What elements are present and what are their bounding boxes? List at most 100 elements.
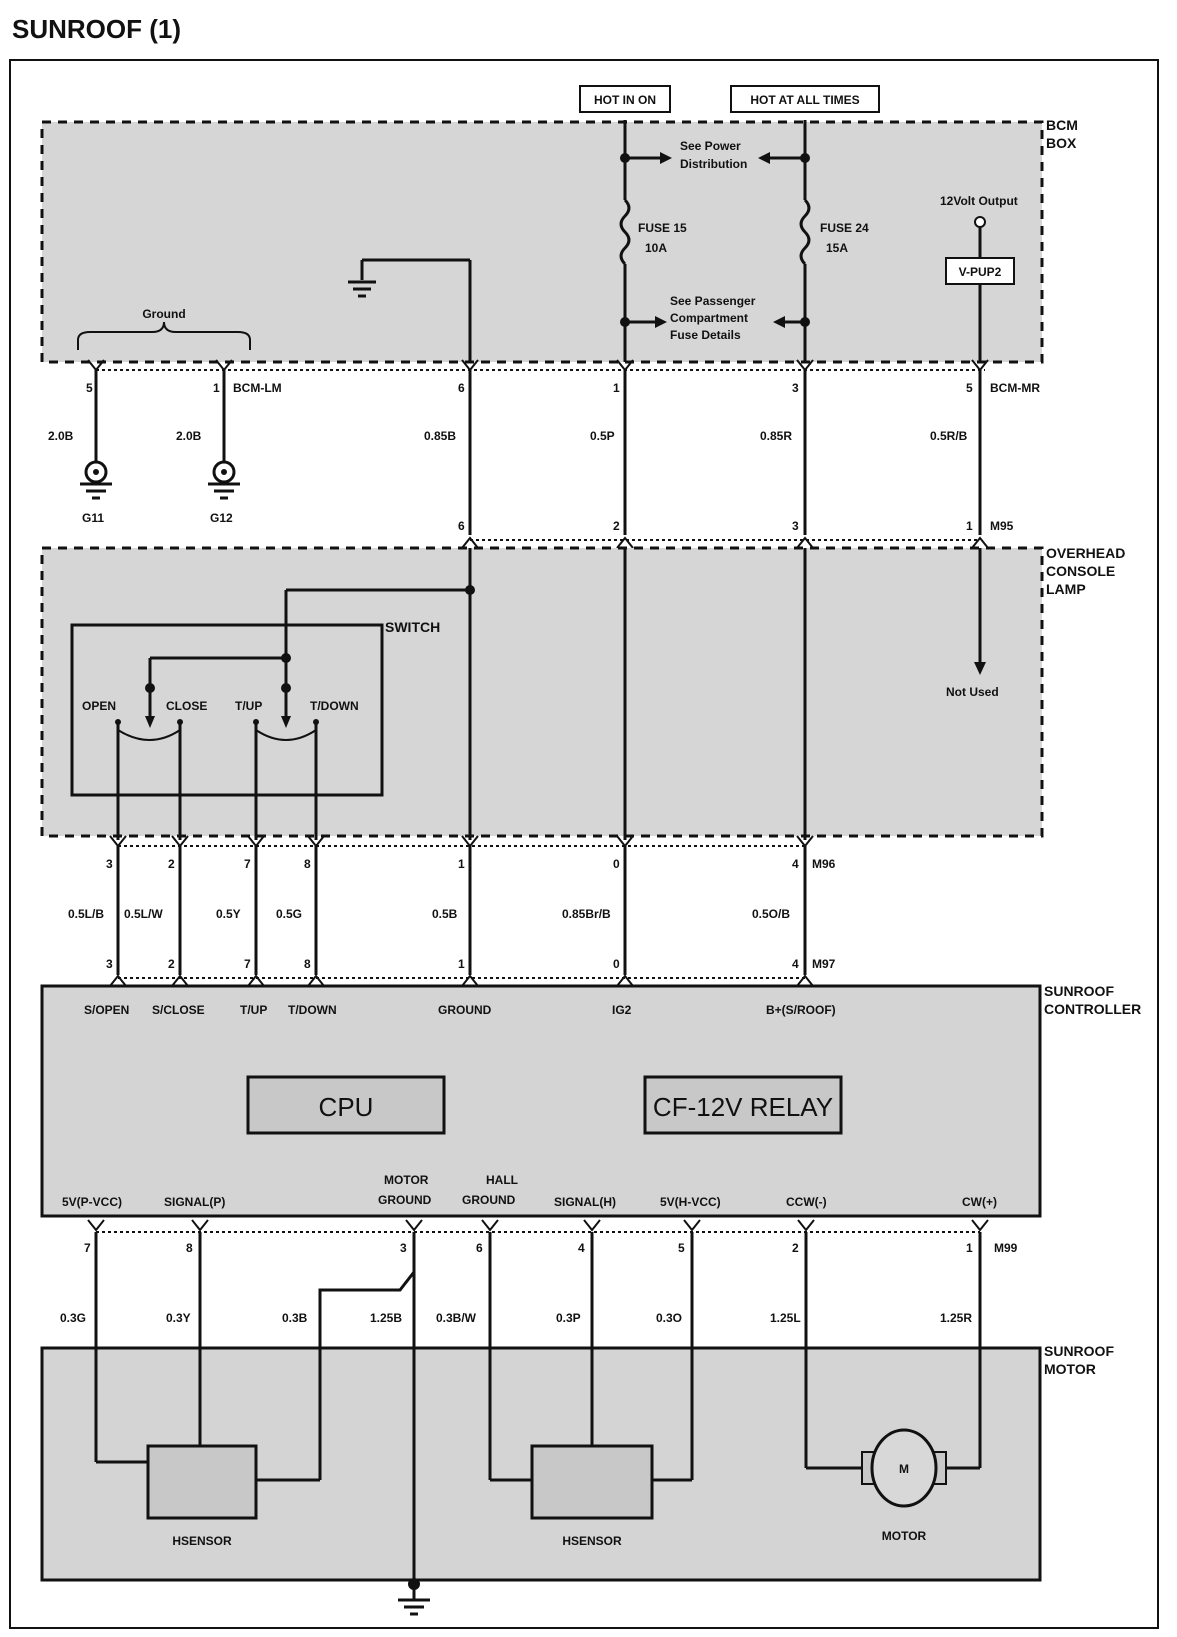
motor-icon [861, 1428, 947, 1508]
wire-label: 0.5L/B [68, 907, 104, 921]
bcm-pin-g11: 5 [86, 381, 93, 395]
ctrl-input: GROUND [438, 1003, 492, 1017]
output-terminal-icon [974, 216, 986, 228]
arrow-right-icon [660, 152, 672, 164]
m99-pin: 3 [400, 1241, 407, 1255]
m96-pin: 3 [106, 857, 113, 871]
fuse15-symbol [619, 198, 631, 266]
g11-ground-icon [80, 460, 112, 500]
ctrl-input: S/OPEN [84, 1003, 129, 1017]
switch-node [281, 683, 291, 693]
m99-label: M99 [994, 1241, 1018, 1255]
wire-label: 0.3B [282, 1311, 308, 1325]
wire-label: 0.85Br/B [562, 907, 611, 921]
wire-label: 0.3Y [166, 1311, 191, 1325]
m99-pin: 4 [578, 1241, 585, 1255]
wire-label: 0.5G [276, 907, 302, 921]
m95-pins [461, 536, 989, 549]
cpu-label: CPU [319, 1092, 374, 1122]
m97-label: M97 [812, 957, 836, 971]
hot-in-on-box [579, 85, 671, 113]
bat-wire-label: 0.85R [760, 429, 792, 443]
ctrl-output: CCW(-) [786, 1195, 827, 1209]
bcm-pin-g12: 1 [213, 381, 220, 395]
m99-pins [87, 1219, 989, 1232]
bcm-conn-lm: BCM-LM [233, 381, 282, 395]
relay-box [643, 1075, 843, 1135]
hsensor-h-box [530, 1444, 654, 1520]
page-title: SUNROOF (1) [12, 14, 181, 44]
fuse15-rating: 10A [645, 241, 667, 255]
wire-label: 1.25L [770, 1311, 801, 1325]
arrow-left-icon [758, 152, 770, 164]
controller-title-2: CONTROLLER [1044, 1001, 1141, 1017]
m97-pin: 8 [304, 957, 311, 971]
switch-contact-tup-tdown [255, 729, 317, 741]
wire-label: 0.5L/W [124, 907, 163, 921]
hot-in-on-label: HOT IN ON [594, 93, 656, 107]
m99-pin: 2 [792, 1241, 799, 1255]
motor-label: MOTOR [882, 1529, 927, 1543]
overhead-title-2: CONSOLE [1046, 563, 1115, 579]
see-power-1: See Power [680, 139, 741, 153]
ctrl-input: T/DOWN [288, 1003, 337, 1017]
motor-symbol: M [899, 1462, 909, 1476]
ground-brace [77, 321, 251, 350]
arrow-left-icon [773, 316, 785, 328]
bcm-pin-out: 5 [966, 381, 973, 395]
fuse15-name: FUSE 15 [638, 221, 687, 235]
sw-tdown: T/DOWN [310, 699, 359, 713]
sw-open: OPEN [82, 699, 116, 713]
ctrl-output: MOTOR [384, 1173, 429, 1187]
m97-pin: 4 [792, 957, 799, 971]
m96-pin: 1 [458, 857, 465, 871]
m96-pin: 8 [304, 857, 311, 871]
hsensor-p-label: HSENSOR [172, 1534, 232, 1548]
ctrl-output: 5V(P-VCC) [62, 1195, 122, 1209]
fuse24-rating: 15A [826, 241, 848, 255]
out-wire-label: 0.5R/B [930, 429, 968, 443]
sunroof-controller-box [40, 984, 1042, 1218]
m97-pin: 2 [168, 957, 175, 971]
m97-pin-labels: 3 2 7 8 1 0 4 [106, 957, 799, 971]
ctrl-input: S/CLOSE [152, 1003, 205, 1017]
ctrl-output: SIGNAL(P) [164, 1195, 225, 1209]
m96-pin: 2 [168, 857, 175, 871]
bcm-conn-mr: BCM-MR [990, 381, 1040, 395]
hot-at-all-times-label: HOT AT ALL TIMES [750, 93, 859, 107]
sw-tup: T/UP [235, 699, 262, 713]
bcm-box [40, 120, 1044, 364]
see-pass-3: Fuse Details [670, 328, 741, 342]
outer-frame [9, 59, 1159, 1629]
hot-at-all-times-box [730, 85, 880, 113]
switch-label: SWITCH [385, 619, 440, 635]
g11-wire-label: 2.0B [48, 429, 74, 443]
ctrl-output: 5V(H-VCC) [660, 1195, 721, 1209]
ctrl-output: SIGNAL(H) [554, 1195, 616, 1209]
m97-pin: 3 [106, 957, 113, 971]
hsensor-h-label: HSENSOR [562, 1534, 622, 1548]
g12-wire-label: 2.0B [176, 429, 202, 443]
bottom-ground-icon [398, 1578, 430, 1616]
m99-pin: 6 [476, 1241, 483, 1255]
m95-pin-out: 1 [966, 519, 973, 533]
relay-label: CF-12V RELAY [653, 1092, 833, 1122]
fuse24-name: FUSE 24 [820, 221, 869, 235]
ctrl-output: GROUND [462, 1193, 516, 1207]
m97-pin: 7 [244, 957, 251, 971]
switch-box [70, 623, 384, 797]
arrow-down-icon [145, 716, 155, 728]
m95-label: M95 [990, 519, 1014, 533]
m97-pin: 0 [613, 957, 620, 971]
motor-box-title-1: SUNROOF [1044, 1343, 1114, 1359]
gnd-wire-label: 0.85B [424, 429, 456, 443]
m96-wire-labels: 0.5L/B 0.5L/W 0.5Y 0.5G 0.5B 0.85Br/B 0.… [68, 907, 790, 921]
arrow-down-icon [974, 662, 986, 675]
hsensor-p-box [146, 1444, 258, 1520]
vpup2-box [945, 257, 1015, 285]
cpu-box [246, 1075, 446, 1135]
m99-pin: 5 [678, 1241, 685, 1255]
controller-inputs: S/OPEN S/CLOSE T/UP T/DOWN GROUND IG2 B+… [84, 1003, 836, 1017]
ctrl-input: IG2 [612, 1003, 632, 1017]
